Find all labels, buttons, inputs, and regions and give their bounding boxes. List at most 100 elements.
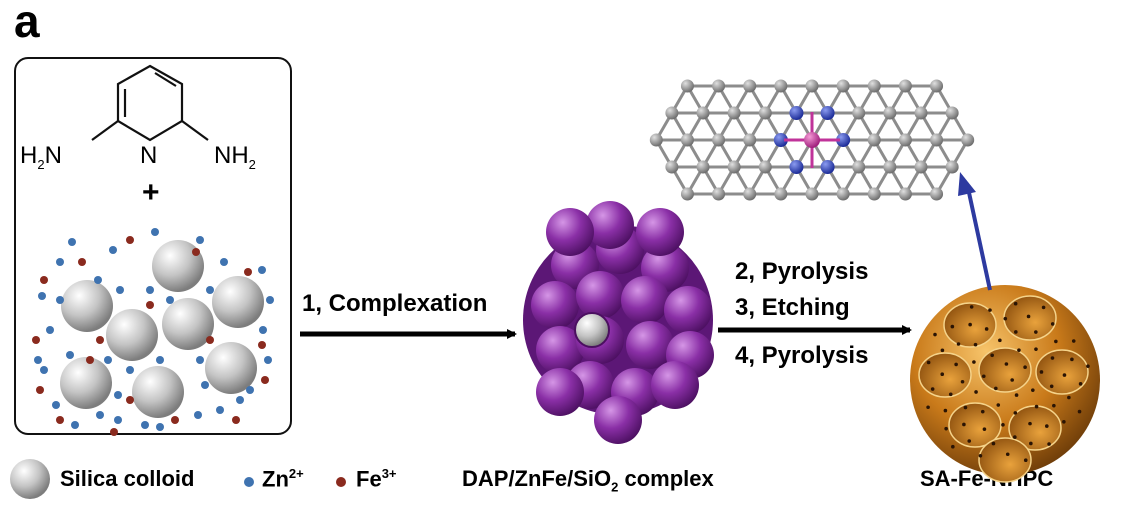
complex-ball (626, 321, 674, 369)
silica-sphere (61, 280, 113, 332)
carbon-atom (836, 79, 850, 93)
zn-ion (109, 246, 117, 254)
product-micropore (1034, 347, 1038, 351)
product-micropore (1029, 441, 1033, 446)
carbon-atom (712, 133, 726, 147)
product-micropore (1031, 388, 1035, 392)
product-micropore (996, 403, 1001, 407)
product-micropore (1034, 330, 1038, 334)
product-micropore (1026, 314, 1031, 319)
product-micropore (1034, 404, 1039, 409)
product-micropore (1013, 435, 1017, 439)
step-etching-label: 3, Etching (735, 294, 850, 321)
product-micropore (1054, 339, 1058, 344)
product-micropore (930, 387, 935, 391)
fe-ion (36, 386, 44, 394)
step-pyrolysis-2-label: 4, Pyrolysis (735, 342, 869, 369)
product-micropore (1013, 411, 1018, 415)
fe-ion (192, 248, 200, 256)
zn-ion (56, 296, 64, 304)
product-micropore (1023, 365, 1027, 370)
carbon-atom (930, 133, 944, 147)
plus-sign: + (142, 176, 160, 209)
product-micropore (933, 332, 937, 337)
fe-ion (96, 336, 104, 344)
complex-ball (546, 208, 594, 256)
zn-ion (56, 258, 64, 266)
graphene-fe-n4-structure (649, 79, 975, 201)
zoom-arrow (958, 172, 992, 291)
carbon-atom (852, 106, 866, 120)
product-micropore (1010, 378, 1014, 382)
product-micropore (950, 324, 955, 329)
product-micropore (973, 342, 978, 347)
product-pore (918, 352, 972, 398)
product-micropore (1013, 301, 1018, 306)
product-micropore (1028, 421, 1032, 426)
carbon-atom (945, 160, 959, 174)
product-micropore (1062, 373, 1067, 377)
product-micropore (1071, 339, 1076, 343)
carbon-atom (743, 133, 757, 147)
fe-ion (86, 356, 94, 364)
product-micropore (1014, 393, 1019, 397)
carbon-atom (743, 79, 757, 93)
nitrogen-atom (820, 160, 835, 174)
zn-ion (38, 292, 46, 300)
carbon-atom (930, 187, 944, 201)
zn-ion (246, 386, 254, 394)
product-micropore (988, 308, 992, 312)
product-micropore (960, 379, 965, 384)
product-micropore (944, 426, 948, 431)
nitrogen-atom (789, 106, 804, 120)
zn-ion (126, 366, 134, 374)
legend-fe-marker (336, 477, 346, 487)
zn-ion (94, 276, 102, 284)
product-micropore (962, 422, 966, 427)
complex-ball (576, 271, 624, 319)
product-micropore (940, 348, 945, 353)
diaminopyridine-structure (91, 64, 209, 142)
product-micropore (1014, 330, 1018, 334)
product-pore (978, 347, 1032, 393)
zn-ion (156, 423, 164, 431)
carbon-atom (867, 187, 881, 201)
carbon-atom (836, 187, 850, 201)
zn-ion (259, 326, 267, 334)
product-micropore (1003, 316, 1008, 321)
fe-ion (171, 416, 179, 424)
complex-ball (536, 368, 584, 416)
product-pore (1003, 295, 1057, 341)
product-micropore (1047, 442, 1051, 446)
zn-ion (196, 236, 204, 244)
carbon-atom (867, 133, 881, 147)
product-micropore (940, 372, 945, 376)
zn-ion (40, 366, 48, 374)
product-micropore (991, 441, 996, 446)
zn-ion (146, 286, 154, 294)
product-micropore (1062, 420, 1066, 424)
carbon-atom (914, 106, 928, 120)
carbon-atom (898, 133, 912, 147)
product-micropore (980, 409, 985, 414)
carbon-atom (743, 187, 757, 201)
carbon-atom (727, 160, 741, 174)
carbon-atom (898, 187, 912, 201)
product-micropore (1086, 364, 1090, 368)
product-micropore (1050, 322, 1055, 326)
fe-ion (40, 276, 48, 284)
zn-ion (66, 351, 74, 359)
zn-ion (96, 411, 104, 419)
amine-left-label: H2N (20, 142, 62, 172)
fe-ion (110, 428, 118, 436)
carbon-atom (883, 160, 897, 174)
complex-ball (651, 361, 699, 409)
carbon-atom (665, 160, 679, 174)
ring-nitrogen-label: N (140, 142, 158, 169)
product-micropore (998, 338, 1002, 343)
carbon-atom (914, 160, 928, 174)
step-pyrolysis-1-label: 2, Pyrolysis (735, 258, 869, 285)
panel-label: a (14, 0, 40, 47)
fe-ion (258, 341, 266, 349)
product-micropore (1023, 458, 1028, 463)
